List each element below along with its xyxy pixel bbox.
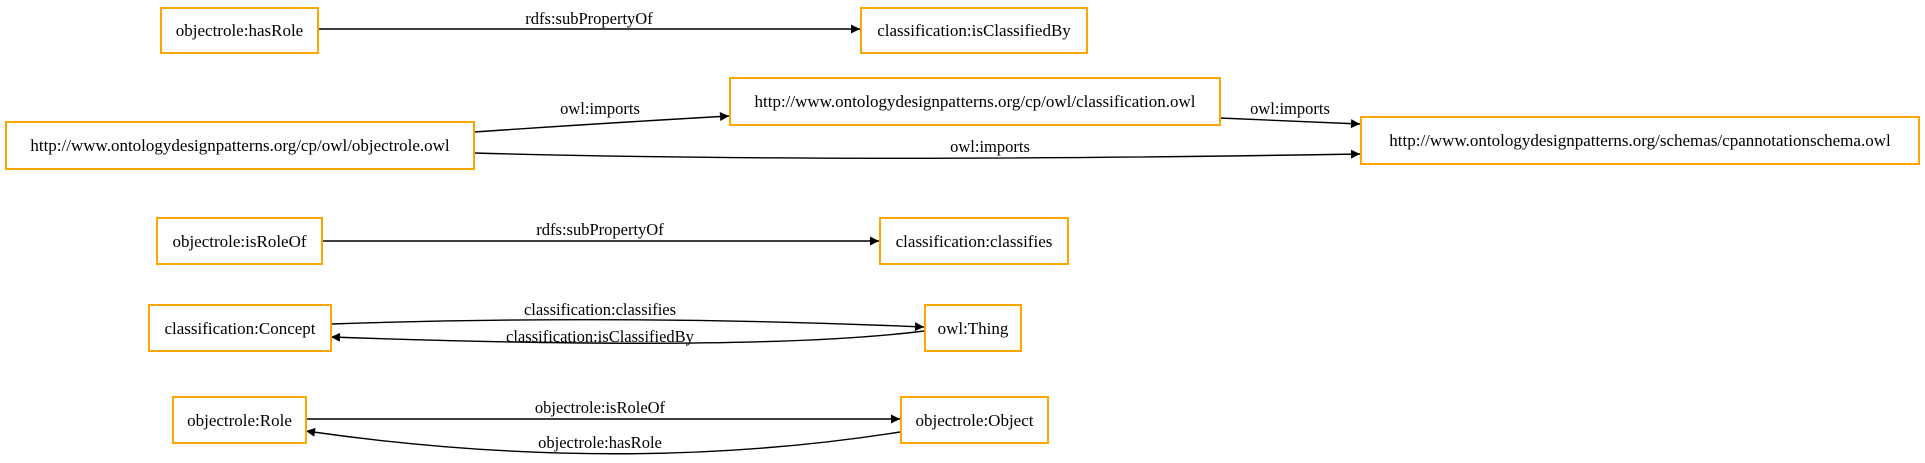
node-classification-concept: classification:Concept (148, 304, 332, 352)
node-label: http://www.ontologydesignpatterns.org/cp… (755, 92, 1196, 111)
node-classification-owl: http://www.ontologydesignpatterns.org/cp… (729, 77, 1221, 126)
edge-label: rdfs:subPropertyOf (525, 9, 653, 28)
edge-objectrole-imports-cpannotation: owl:imports (473, 137, 1361, 159)
node-label: classification:classifies (896, 232, 1053, 251)
node-label: objectrole:isRoleOf (172, 232, 306, 251)
edge-label: rdfs:subPropertyOf (536, 220, 664, 239)
node-label: classification:isClassifiedBy (877, 21, 1071, 40)
edge-isroleof-subpropertyof: rdfs:subPropertyOf (322, 220, 879, 246)
edge-label: objectrole:hasRole (538, 433, 662, 452)
node-owl-thing: owl:Thing (924, 304, 1022, 352)
node-objectrole-object: objectrole:Object (900, 396, 1049, 444)
node-objectrole-role: objectrole:Role (172, 396, 307, 444)
node-label: objectrole:Role (187, 411, 292, 430)
edge-label: owl:imports (560, 99, 640, 118)
node-label: objectrole:hasRole (176, 21, 303, 40)
node-classification-isclassifiedby: classification:isClassifiedBy (860, 7, 1088, 54)
edge-hasrole-subpropertyof: rdfs:subPropertyOf (318, 9, 860, 34)
edge-label: owl:imports (950, 137, 1030, 156)
edge-label: owl:imports (1250, 99, 1330, 118)
edge-objectrole-imports-classification: owl:imports (473, 99, 730, 133)
node-cpannotationschema-owl: http://www.ontologydesignpatterns.org/sc… (1360, 116, 1920, 165)
node-objectrole-owl: http://www.ontologydesignpatterns.org/cp… (5, 121, 475, 170)
edge-thing-isclassifiedby-concept: classification:isClassifiedBy (330, 327, 925, 346)
node-label: http://www.ontologydesignpatterns.org/cp… (30, 136, 450, 155)
edge-classification-imports-cpannotation: owl:imports (1219, 99, 1361, 129)
node-label: classification:Concept (164, 319, 315, 338)
node-label: owl:Thing (938, 319, 1009, 338)
edge-label: objectrole:isRoleOf (535, 398, 666, 417)
edge-concept-classifies-thing: classification:classifies (330, 300, 925, 332)
edge-role-isroleof-object: objectrole:isRoleOf (306, 398, 900, 424)
node-label: http://www.ontologydesignpatterns.org/sc… (1389, 131, 1891, 150)
node-classification-classifies: classification:classifies (879, 217, 1069, 265)
node-objectrole-hasrole: objectrole:hasRole (160, 7, 319, 54)
edge-label: classification:classifies (524, 300, 676, 319)
edge-label: classification:isClassifiedBy (506, 327, 695, 346)
node-objectrole-isroleof: objectrole:isRoleOf (156, 217, 323, 265)
node-label: objectrole:Object (915, 411, 1033, 430)
edge-object-hasrole-role: objectrole:hasRole (305, 427, 901, 455)
